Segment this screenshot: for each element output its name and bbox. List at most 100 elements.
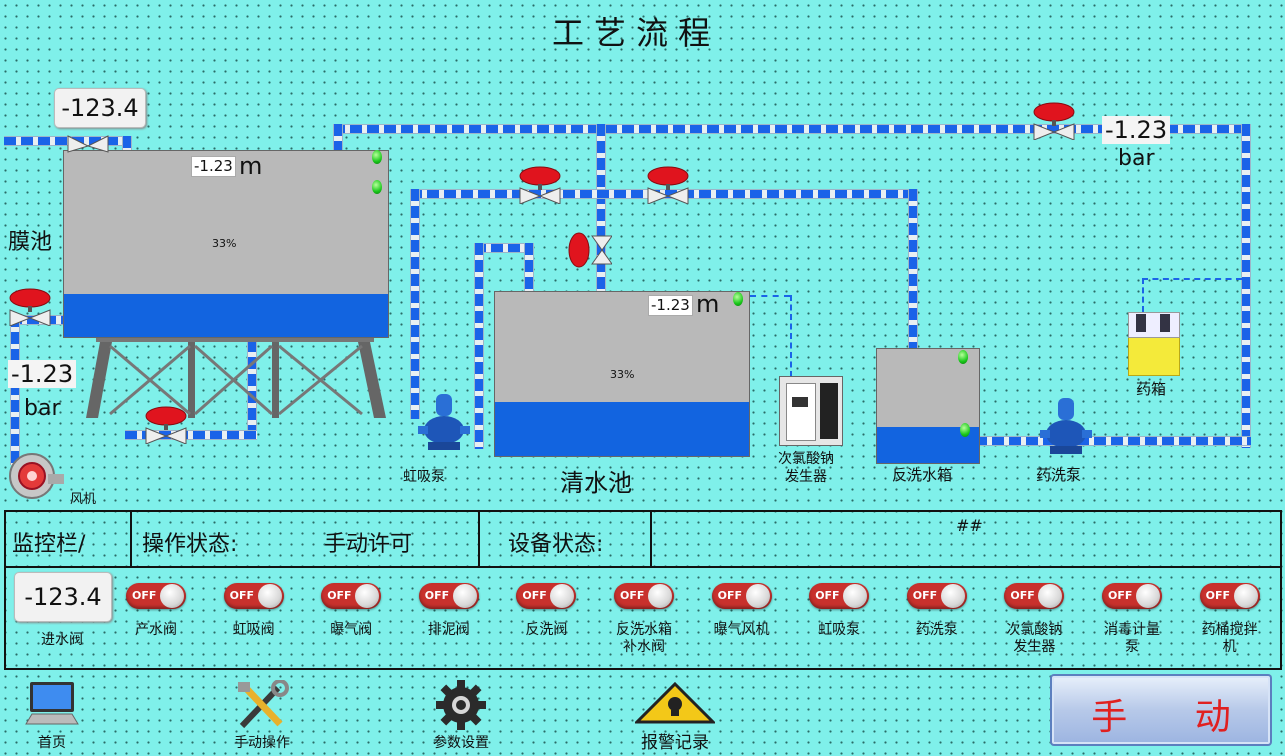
membrane-tank-percent: 33% [212,237,237,250]
signal-line [790,295,792,377]
toggle-switch[interactable]: OFF [809,583,870,609]
toggle-state: OFF [522,589,547,602]
level-indicator-led [372,150,382,164]
nav-params-label: 参数设置 [433,735,489,751]
toggle-knob[interactable] [648,584,672,608]
toggle-state: OFF [620,589,645,602]
switch-label: 排泥阀 [427,622,470,638]
page-title: 工艺流程 [552,14,721,52]
level-indicator-led [372,180,382,194]
monitor-label: 监控栏/ [12,532,86,557]
valve-icon[interactable] [144,406,188,444]
nav-manual[interactable]: 手动操作 [226,679,298,752]
toggle-knob[interactable] [355,584,380,608]
valve-icon[interactable] [66,118,110,154]
toggle-state: OFF [1010,589,1035,602]
nav-home-label: 首页 [38,735,66,751]
toggle-switch[interactable]: OFF [1199,583,1260,609]
tank-stand [86,336,386,418]
pipe [1241,124,1251,448]
toggle-switch[interactable]: OFF [321,583,382,609]
pipe [524,243,534,293]
tools-icon [238,679,289,729]
toggle-state: OFF [1108,589,1133,602]
nav-alarm[interactable]: 报警记录 [632,681,718,753]
mode-button-label: 手 动 [1091,697,1259,738]
backwash-tank [876,348,980,464]
valve-icon[interactable] [1032,102,1076,140]
divider [478,512,480,566]
signal-line [1142,278,1242,280]
pipe [333,124,1251,134]
level-indicator-led [958,350,968,364]
switch-label: 消毒计量 泵 [1104,622,1160,655]
toggle-switch[interactable]: OFF [418,583,479,609]
op-state-label: 操作状态: [142,532,238,557]
toggle-knob[interactable] [1038,584,1063,608]
valve-icon[interactable] [518,166,562,204]
pipe [333,124,343,154]
toggle-state: OFF [132,589,157,602]
toggle-switch[interactable]: OFF [126,583,186,609]
toggle-switch[interactable]: OFF [1004,583,1065,609]
gear-icon [436,680,486,730]
mode-manual-button[interactable]: 手 动 [1050,674,1272,746]
inlet-valve-label: 进水阀 [41,632,83,648]
switch-label: 虹吸阀 [232,622,275,638]
valve-icon[interactable] [8,288,52,326]
toggle-knob[interactable] [550,584,575,608]
backwash-tank-label: 反洗水箱 [892,466,953,484]
switch-label: 反洗水箱 补水阀 [616,622,672,655]
toggle-knob[interactable] [160,584,184,608]
toggle-switch[interactable]: OFF [711,583,772,609]
toggle-knob[interactable] [452,584,477,608]
toggle-state: OFF [229,589,254,602]
pipe [596,124,606,294]
nav-params[interactable]: 参数设置 [426,680,496,752]
membrane-tank-label: 膜池 [8,230,53,255]
toggle-knob[interactable] [257,584,282,608]
pipe [247,340,257,440]
toggle-knob[interactable] [1233,584,1258,608]
siphon-pump-icon[interactable] [418,392,470,452]
toggle-switch[interactable]: OFF [516,583,577,609]
op-state-value: 手动许可 [324,532,413,557]
hypochlorite-generator-icon[interactable] [779,376,843,446]
toggle-state: OFF [424,589,450,602]
toggle-knob[interactable] [745,584,770,608]
toggle-switch[interactable]: OFF [614,583,674,609]
device-state-value: ## [956,516,983,535]
toggle-knob[interactable] [843,584,868,608]
toggle-state: OFF [717,589,742,602]
clean-water-tank: 33% [494,291,750,457]
blower-pressure-unit: bar [24,396,61,421]
toggle-switch[interactable]: OFF [906,583,967,609]
switch-label: 药洗泵 [915,622,958,638]
clean-tank-water [495,401,749,456]
toggle-knob[interactable] [940,584,965,608]
device-state-label: 设备状态: [508,532,604,557]
pipe [474,243,484,449]
hypochlorite-label: 次氯酸钠 发生器 [778,451,834,485]
signal-line [1142,278,1144,312]
valve-icon[interactable] [646,166,690,204]
valve-icon[interactable] [566,232,612,268]
toggle-switch[interactable]: OFF [223,583,284,609]
blower-pressure-value: -1.23 [8,360,77,388]
toggle-state: OFF [327,589,352,602]
membrane-level-unit: m [239,152,263,180]
nav-home[interactable]: 首页 [20,680,84,752]
clean-tank-label: 清水池 [560,469,632,497]
switch-label: 反洗阀 [525,622,568,638]
outlet-pressure-value: -1.23 [1102,116,1171,144]
inlet-flow-display: -123.4 [54,88,146,128]
pipe [410,189,420,419]
switch-label: 次氯酸钠 发生器 [1006,622,1063,655]
clean-level-unit: m [696,290,720,318]
wash-pump-icon[interactable] [1040,396,1092,456]
blower-label: 风机 [70,492,97,507]
toggle-knob[interactable] [1136,584,1160,608]
toggle-switch[interactable]: OFF [1102,583,1162,609]
membrane-level-value: -1.23 [191,156,236,177]
blower-icon[interactable] [4,450,66,500]
